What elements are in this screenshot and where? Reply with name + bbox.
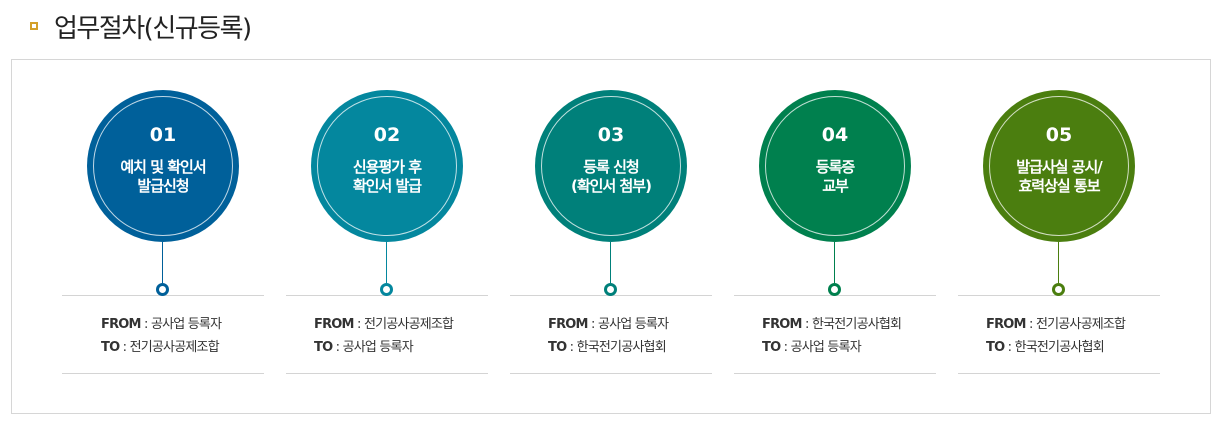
connector-line [1058, 242, 1059, 283]
connector-node-icon [1052, 283, 1065, 296]
divider [510, 373, 712, 374]
process-step-5: 05 발급사실 공시/ 효력상실 통보 FROM : 전기공사공제조합 TO :… [958, 60, 1160, 415]
step-title: 발급사실 공시/ 효력상실 통보 [1016, 158, 1103, 195]
route-to: TO : 전기공사공제조합 [101, 340, 220, 355]
route-to: TO : 공사업 등록자 [762, 340, 862, 355]
step-number: 03 [597, 124, 625, 146]
route-from: FROM : 전기공사공제조합 [986, 317, 1126, 332]
route-from: FROM : 공사업 등록자 [101, 317, 222, 332]
connector-line [162, 242, 163, 283]
step-title: 등록 신청 (확인서 첨부) [571, 158, 652, 195]
route-to: TO : 한국전기공사협회 [548, 340, 667, 355]
step-circle: 01 예치 및 확인서 발급신청 [87, 90, 239, 242]
connector-node-icon [604, 283, 617, 296]
page-title: 업무절차(신규등록) [54, 13, 252, 44]
step-route: FROM : 공사업 등록자 TO : 한국전기공사협회 [510, 313, 712, 359]
divider [734, 373, 936, 374]
step-route: FROM : 공사업 등록자 TO : 전기공사공제조합 [62, 313, 264, 359]
step-circle: 04 등록증 교부 [759, 90, 911, 242]
process-step-3: 03 등록 신청 (확인서 첨부) FROM : 공사업 등록자 TO : 한국… [510, 60, 712, 415]
divider [958, 373, 1160, 374]
route-from: FROM : 공사업 등록자 [548, 317, 669, 332]
process-panel: 01 예치 및 확인서 발급신청 FROM : 공사업 등록자 TO : 전기공… [11, 59, 1211, 414]
step-route: FROM : 한국전기공사협회 TO : 공사업 등록자 [734, 313, 936, 359]
step-circle: 05 발급사실 공시/ 효력상실 통보 [983, 90, 1135, 242]
connector-line [834, 242, 835, 283]
process-step-2: 02 신용평가 후 확인서 발급 FROM : 전기공사공제조합 TO : 공사… [286, 60, 488, 415]
step-number: 05 [1045, 124, 1073, 146]
step-title: 등록증 교부 [815, 158, 855, 195]
step-route: FROM : 전기공사공제조합 TO : 한국전기공사협회 [958, 313, 1160, 359]
process-step-4: 04 등록증 교부 FROM : 한국전기공사협회 TO : 공사업 등록자 [734, 60, 936, 415]
route-from: FROM : 한국전기공사협회 [762, 317, 902, 332]
step-number: 02 [373, 124, 401, 146]
step-number: 04 [821, 124, 849, 146]
section-heading: 업무절차(신규등록) [28, 8, 252, 44]
step-number: 01 [149, 124, 177, 146]
route-to: TO : 공사업 등록자 [314, 340, 414, 355]
process-step-1: 01 예치 및 확인서 발급신청 FROM : 공사업 등록자 TO : 전기공… [62, 60, 264, 415]
route-from: FROM : 전기공사공제조합 [314, 317, 454, 332]
step-circle: 03 등록 신청 (확인서 첨부) [535, 90, 687, 242]
step-title: 예치 및 확인서 발급신청 [120, 158, 206, 195]
connector-node-icon [828, 283, 841, 296]
route-to: TO : 한국전기공사협회 [986, 340, 1105, 355]
divider [286, 373, 488, 374]
step-title: 신용평가 후 확인서 발급 [352, 158, 422, 195]
connector-line [610, 242, 611, 283]
connector-node-icon [156, 283, 169, 296]
step-circle: 02 신용평가 후 확인서 발급 [311, 90, 463, 242]
divider [62, 373, 264, 374]
step-route: FROM : 전기공사공제조합 TO : 공사업 등록자 [286, 313, 488, 359]
connector-node-icon [380, 283, 393, 296]
connector-line [386, 242, 387, 283]
square-bullet-icon [30, 22, 38, 30]
